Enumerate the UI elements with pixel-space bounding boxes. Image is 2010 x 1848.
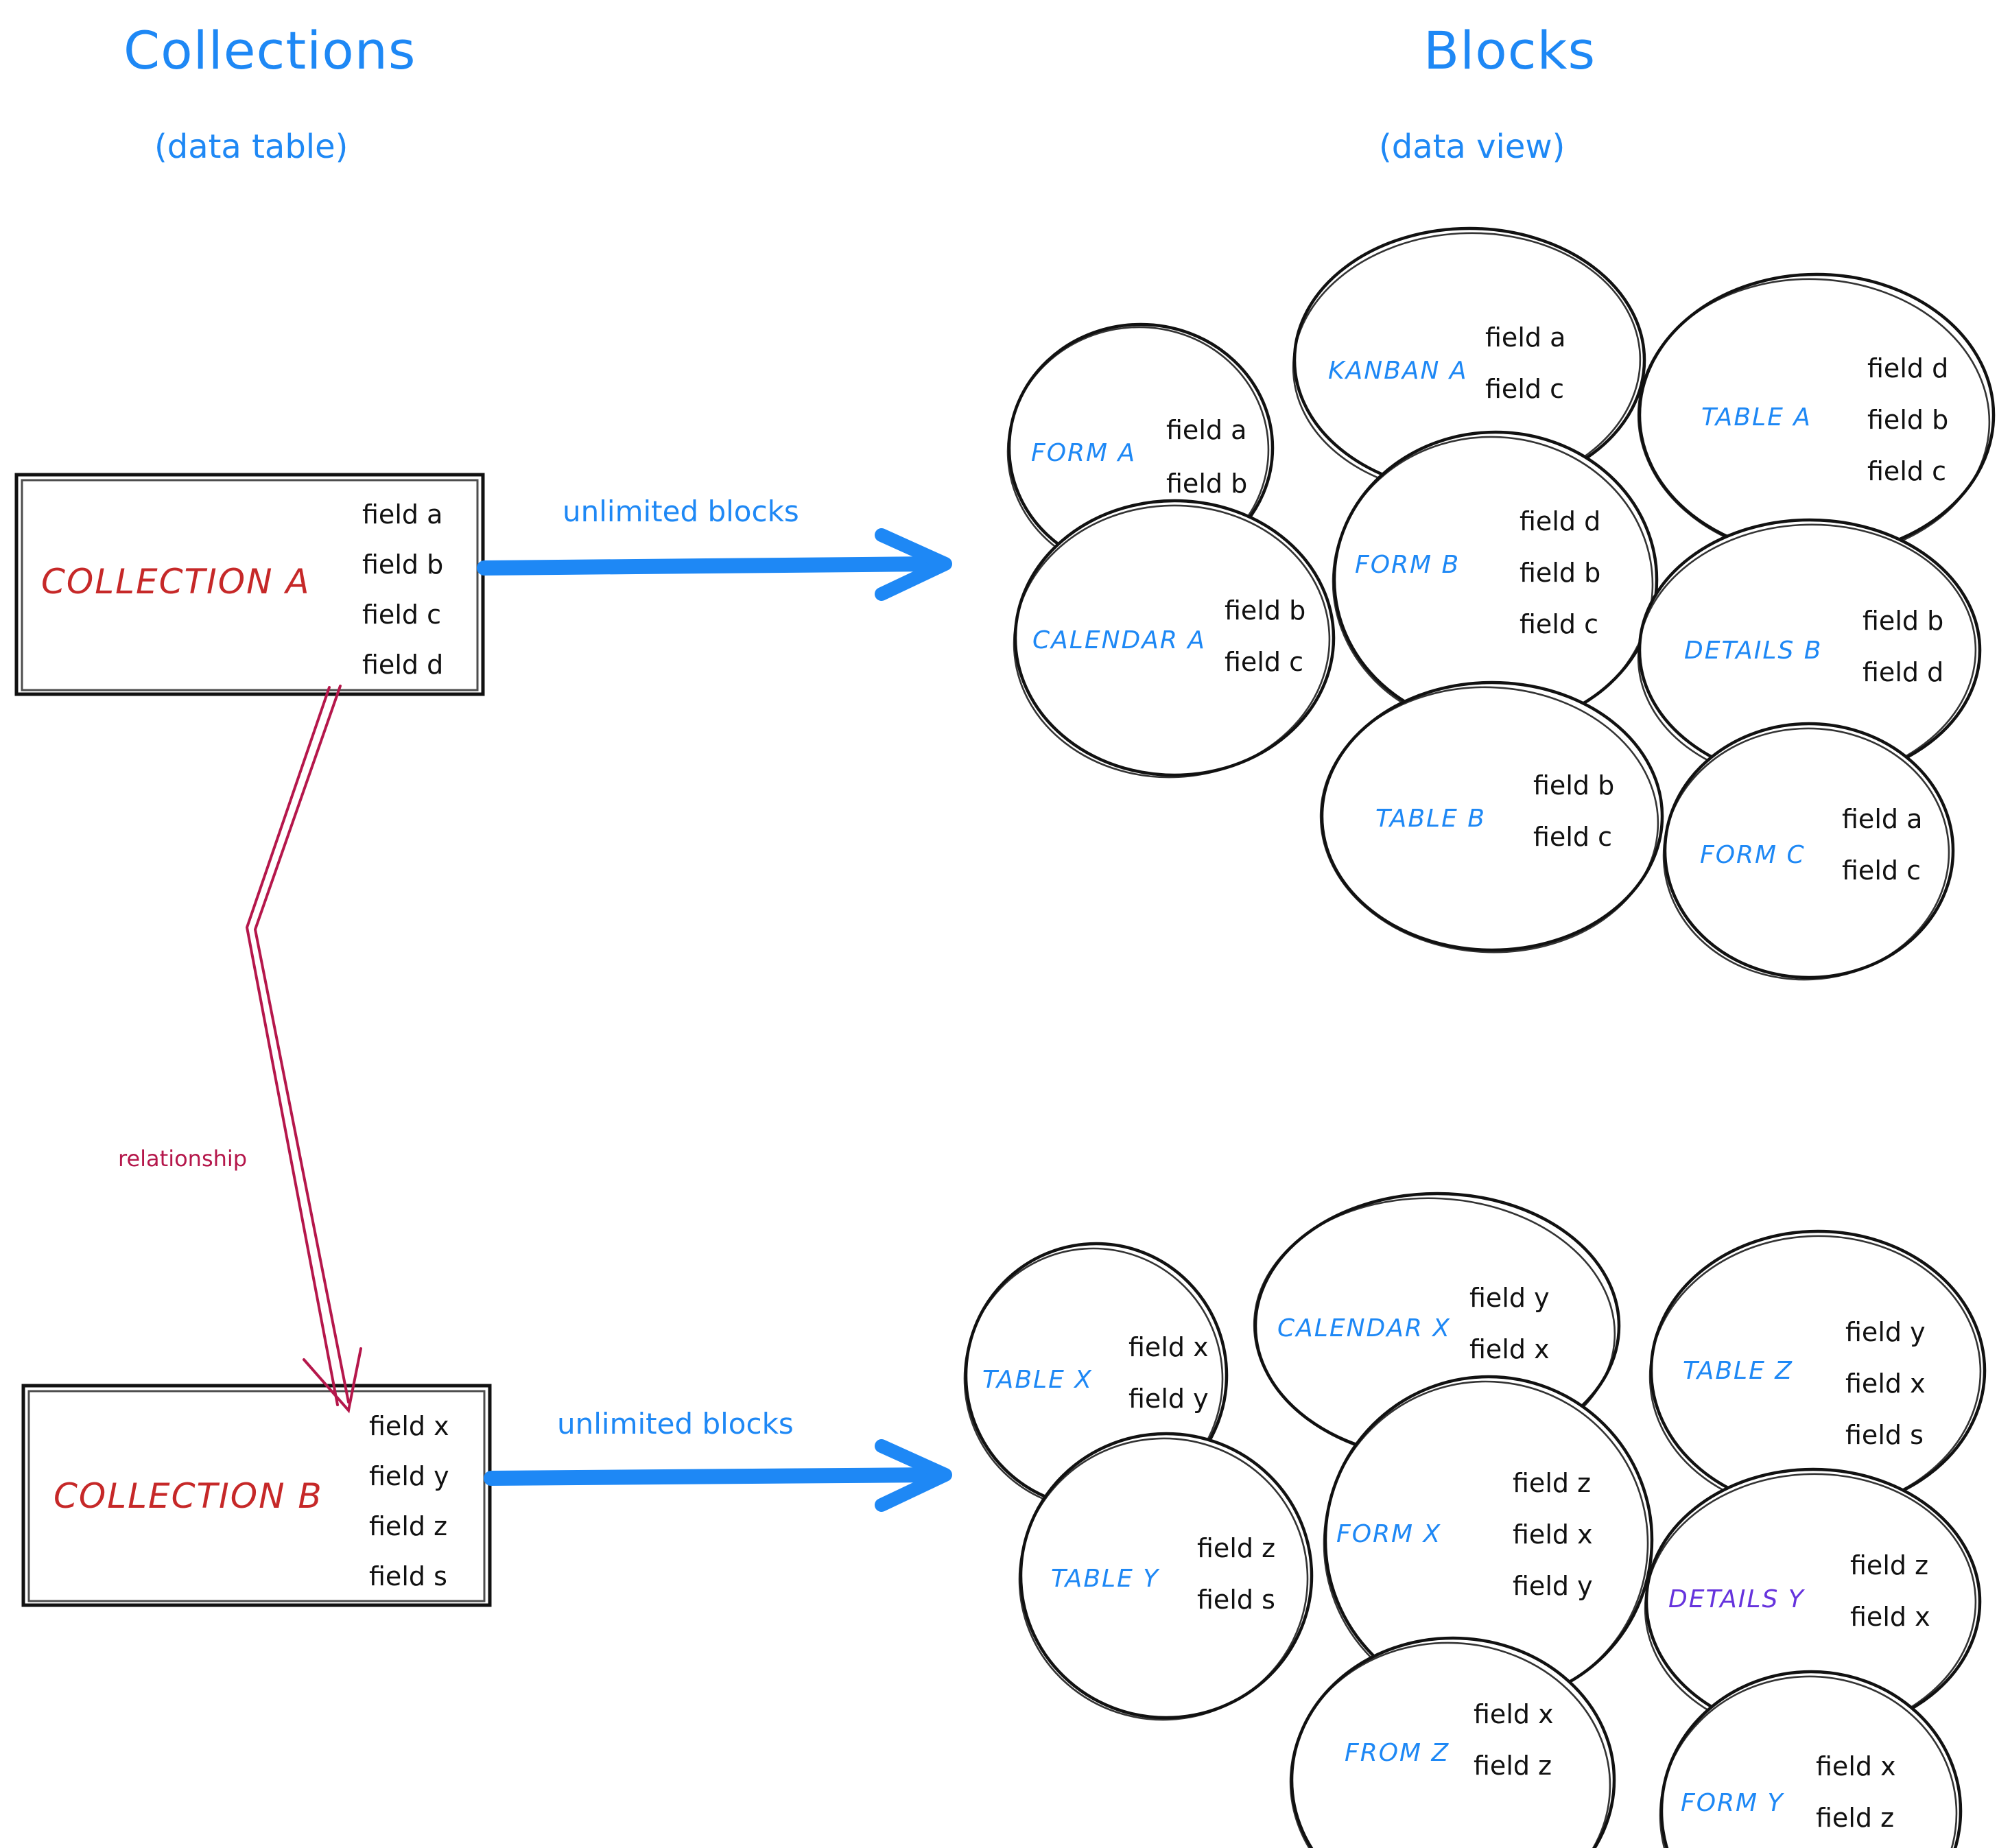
block-form-a-name: FORM A [1031,439,1136,467]
block-table-a-field-0: field d [1867,353,1948,383]
collection-b-field-0: field x [369,1411,449,1441]
arrow-label-a: unlimited blocks [563,495,799,528]
block-table-z-field-1: field x [1845,1369,1926,1399]
collection-b-box[interactable]: COLLECTION B field x field y field z fie… [21,1384,492,1607]
block-form-c[interactable]: FORM C field a field c [1657,721,1956,986]
block-table-y-field-0: field z [1197,1533,1275,1563]
block-details-b-field-0: field b [1863,606,1943,636]
block-form-a-field-0: field a [1166,415,1246,445]
block-form-b-field-0: field d [1520,506,1600,536]
block-form-b-field-2: field c [1520,609,1598,639]
block-details-y[interactable]: DETAILS Y field z field x [1638,1466,1982,1745]
block-form-x-field-1: field x [1513,1519,1593,1550]
block-calendar-x-field-0: field y [1469,1283,1550,1313]
block-calendar-x-name: CALENDAR X [1277,1314,1451,1342]
block-calendar-a-field-1: field c [1225,647,1303,677]
block-form-x-field-2: field y [1513,1571,1593,1601]
block-table-b-field-0: field b [1533,770,1614,801]
block-form-c-field-0: field a [1842,804,1922,834]
arrow-label-b: unlimited blocks [557,1407,794,1441]
unlimited-blocks-arrow-a: unlimited blocks [477,495,952,601]
block-form-c-name: FORM C [1700,841,1806,869]
block-from-z[interactable]: FROM Z field x field z [1284,1635,1618,1848]
block-table-y-name: TABLE Y [1051,1565,1160,1593]
collection-b-field-3: field s [369,1561,447,1591]
block-details-b-field-1: field d [1863,657,1943,687]
collection-a-rect [14,473,485,696]
collection-a-field-3: field d [362,650,443,680]
block-from-z-field-0: field x [1474,1699,1554,1729]
block-calendar-a[interactable]: CALENDAR A field b field c [1007,497,1336,785]
block-table-a-field-1: field b [1867,405,1948,435]
relationship-label: relationship [118,1146,247,1172]
block-form-y-field-1: field z [1816,1803,1894,1833]
block-form-x-name: FORM X [1336,1520,1441,1548]
block-group-collection-a: FORM A field a field b KANBAN A field a … [1006,226,1996,986]
block-form-c-field-1: field c [1842,855,1921,886]
block-form-b-field-1: field b [1520,558,1600,588]
block-from-z-field-1: field z [1474,1751,1552,1781]
block-form-y-name: FORM Y [1681,1789,1785,1817]
block-calendar-a-name: CALENDAR A [1032,626,1206,654]
relationship-connector: relationship [118,685,362,1414]
block-form-b[interactable]: FORM B field d field b field c [1325,429,1660,737]
unlimited-blocks-arrow-b: unlimited blocks [484,1407,952,1512]
block-form-y-field-0: field x [1816,1751,1896,1781]
block-details-y-name: DETAILS Y [1668,1585,1806,1613]
block-group-collection-b: TABLE X field x field y CALENDAR X field… [963,1192,1987,1848]
page-title-collections: Collections [123,20,416,81]
collection-b-rect-sketch [27,1390,486,1602]
page-subtitle-blocks: (data view) [1379,128,1565,166]
block-calendar-x-field-1: field x [1469,1334,1550,1364]
block-kanban-a-field-0: field a [1485,322,1565,353]
block-table-b-field-1: field c [1533,822,1612,852]
block-table-x-name: TABLE X [982,1366,1093,1394]
block-details-y-field-1: field x [1850,1602,1930,1632]
block-form-x[interactable]: FORM X field z field x field y [1316,1373,1656,1714]
block-table-b[interactable]: TABLE B field b field c [1314,678,1665,960]
block-details-y-field-0: field z [1850,1550,1928,1580]
block-table-b-name: TABLE B [1375,805,1486,833]
collection-a-name: COLLECTION A [41,562,311,602]
page-title-blocks: Blocks [1423,20,1596,81]
block-table-x-field-1: field y [1128,1384,1209,1414]
collection-b-rect [21,1384,492,1607]
block-details-b[interactable]: DETAILS B field b field d [1631,516,1982,791]
block-table-z-name: TABLE Z [1683,1357,1793,1385]
collection-a-field-1: field b [362,549,443,580]
block-details-b-name: DETAILS B [1684,637,1822,665]
collection-a-rect-sketch [21,479,479,691]
block-kanban-a-field-1: field c [1485,374,1564,404]
block-calendar-a-field-0: field b [1225,595,1305,626]
collection-a-field-0: field a [362,499,442,530]
collection-b-name: COLLECTION B [54,1476,323,1516]
block-table-x-field-0: field x [1128,1332,1209,1362]
block-kanban-a-name: KANBAN A [1328,357,1468,385]
block-form-a-field-1: field b [1166,469,1247,499]
block-form-y[interactable]: FORM Y field x field z [1653,1669,1963,1848]
block-form-b-name: FORM B [1355,551,1460,579]
block-table-a-field-2: field c [1867,456,1946,486]
collection-a-field-2: field c [362,600,441,630]
collection-b-field-2: field z [369,1511,447,1541]
block-table-y[interactable]: TABLE Y field z field s [1013,1431,1315,1727]
block-table-z-field-0: field y [1845,1317,1926,1347]
collection-b-field-1: field y [369,1461,449,1491]
block-table-z-field-2: field s [1845,1420,1924,1450]
block-form-x-field-0: field z [1513,1468,1591,1498]
block-table-y-field-1: field s [1197,1585,1275,1615]
block-table-a-name: TABLE A [1701,403,1812,431]
collection-a-box[interactable]: COLLECTION A field a field b field c fie… [14,473,485,696]
page-subtitle-collections: (data table) [154,128,348,166]
block-from-z-name: FROM Z [1345,1739,1450,1767]
